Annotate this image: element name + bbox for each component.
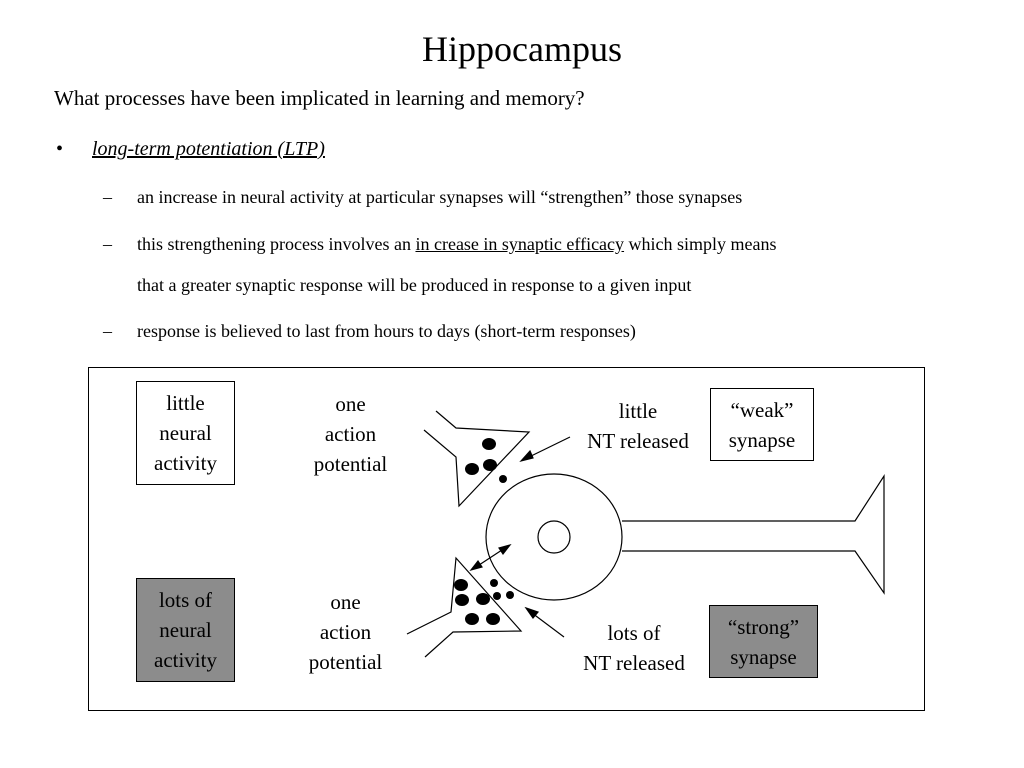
postsynaptic-process — [622, 476, 884, 593]
bottom-nt-arrow — [532, 613, 564, 637]
little-activity-box: little neural activity — [136, 381, 235, 485]
postsynaptic-soma — [486, 474, 622, 600]
top-action-potential-label: one action potential — [293, 389, 408, 479]
bottom-action-potential-label: one action potential — [288, 587, 403, 677]
top-nt-arrow — [527, 437, 570, 458]
strong-synapse-box: “strong” synapse — [709, 605, 818, 678]
weak-synapse-box: “weak” synapse — [710, 388, 814, 461]
lots-nt-label: lots of NT released — [564, 618, 704, 678]
top-vesicles — [465, 438, 507, 483]
bottom-vesicles — [454, 579, 514, 625]
lots-activity-box: lots of neural activity — [136, 578, 235, 682]
little-nt-label: little NT released — [568, 396, 708, 456]
